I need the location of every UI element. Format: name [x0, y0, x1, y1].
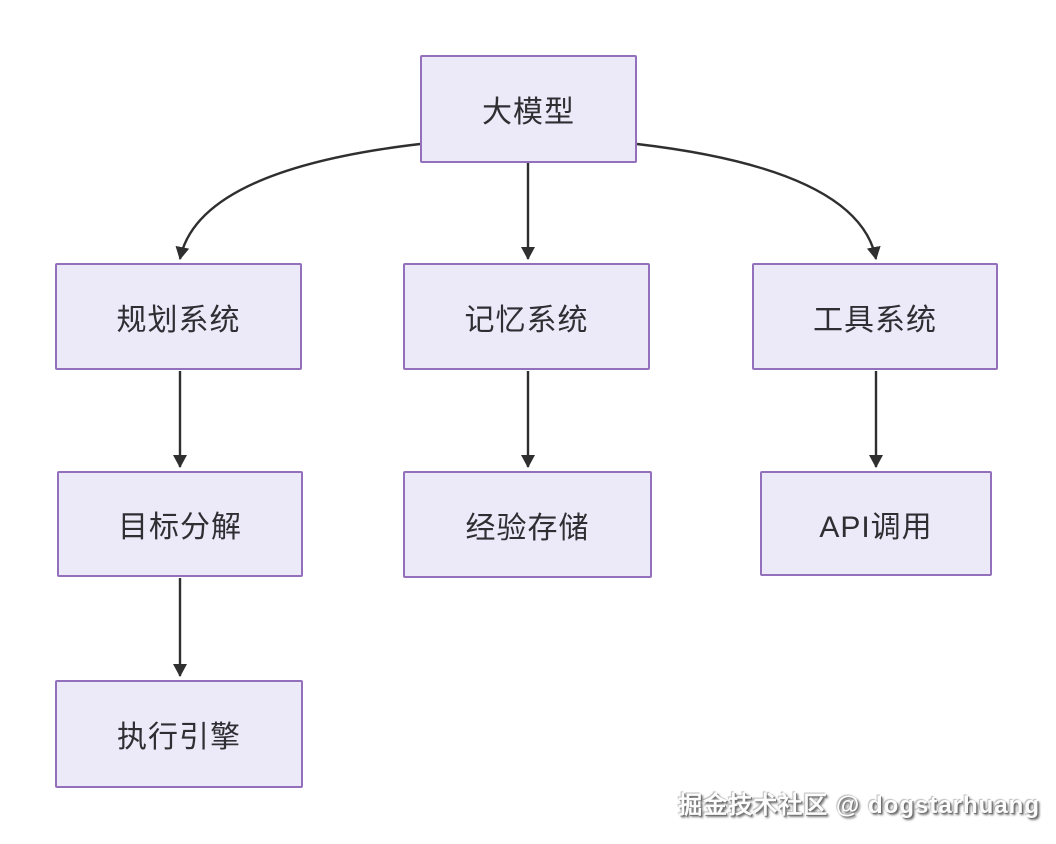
node-large-model: 大模型 — [420, 55, 637, 163]
node-execution-engine: 执行引擎 — [55, 680, 303, 788]
edge-large-model-to-planning-system — [175, 142, 421, 260]
node-memory-system-label: 记忆系统 — [464, 303, 589, 337]
watermark: 掘金技术社区 @ dogstarhuang — [678, 792, 1040, 819]
node-experience-storage-label: 经验存储 — [465, 511, 590, 545]
node-planning-system-label: 规划系统 — [116, 303, 241, 337]
node-planning-system: 规划系统 — [55, 263, 302, 370]
edge-large-model-to-tool-system — [636, 142, 881, 260]
node-execution-engine-label: 执行引擎 — [117, 721, 241, 754]
node-api-call-label: API调用 — [819, 510, 933, 544]
node-goal-decomposition-label: 目标分解 — [118, 511, 242, 544]
node-memory-system: 记忆系统 — [403, 263, 650, 370]
node-api-call: API调用 — [760, 471, 992, 576]
node-goal-decomposition: 目标分解 — [57, 471, 303, 577]
node-large-model-label: 大模型 — [482, 96, 575, 129]
node-tool-system: 工具系统 — [752, 263, 998, 370]
node-experience-storage: 经验存储 — [403, 471, 652, 578]
node-tool-system-label: 工具系统 — [813, 303, 937, 337]
